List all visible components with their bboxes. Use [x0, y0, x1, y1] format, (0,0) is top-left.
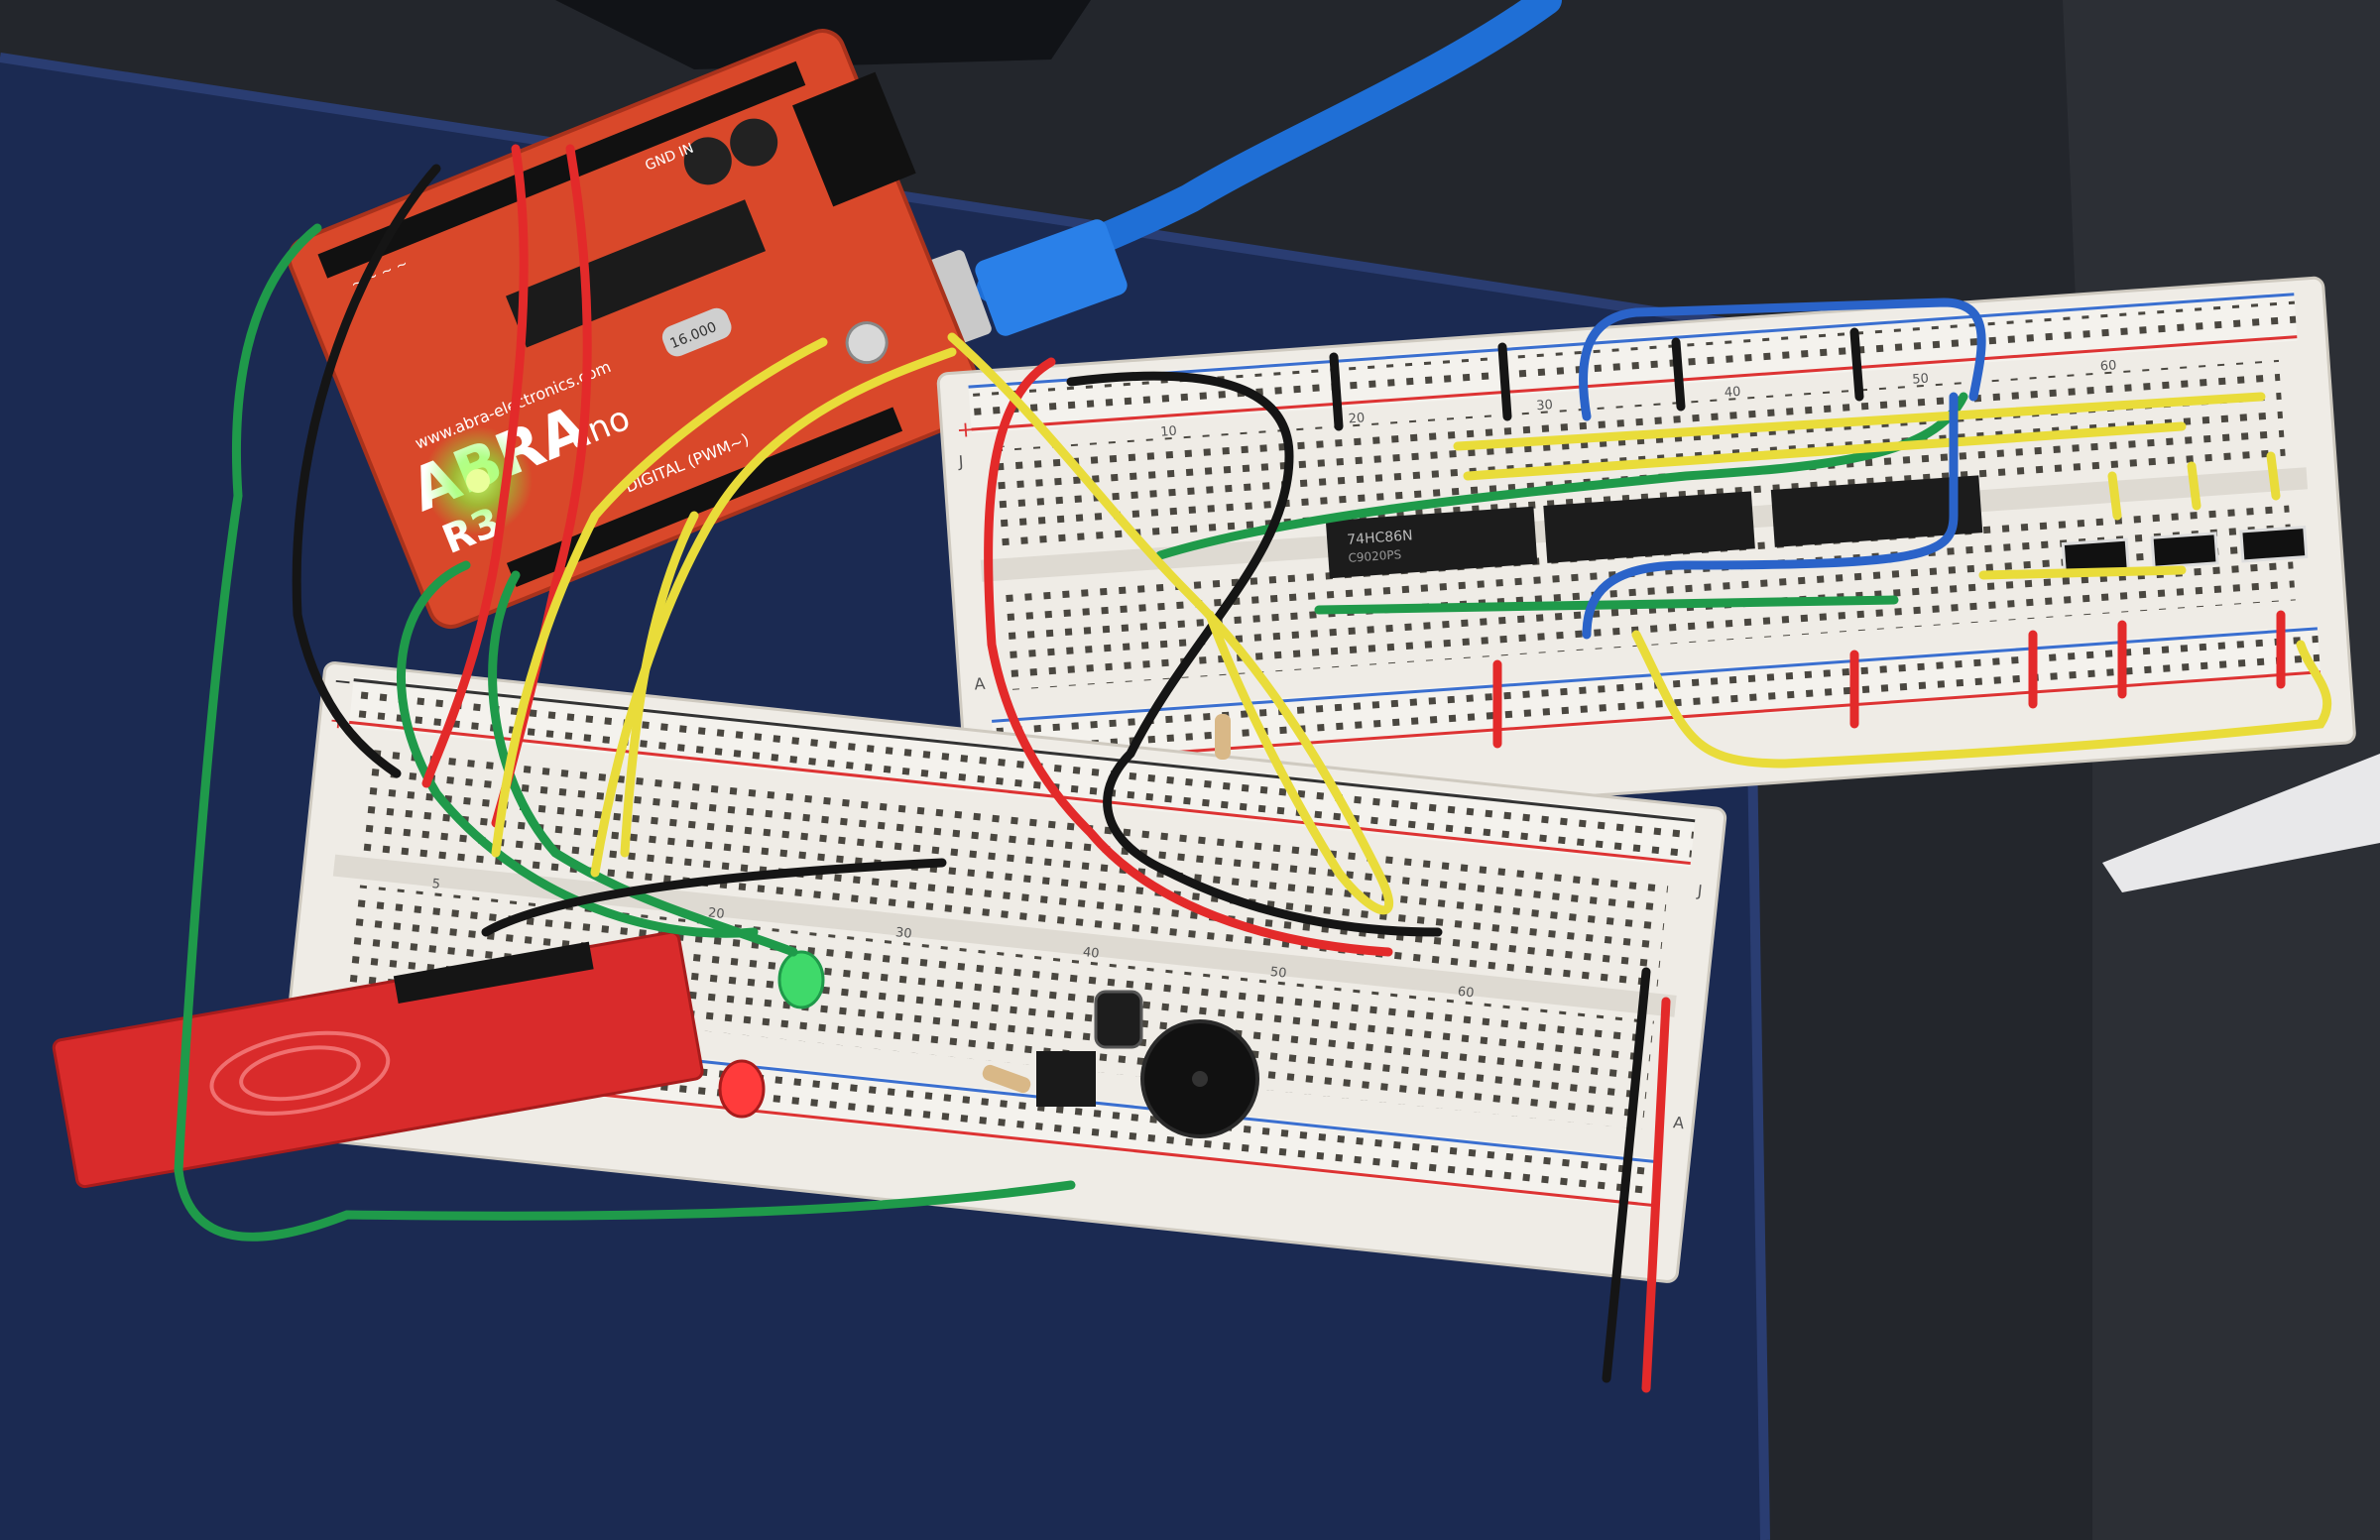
desk-edge-right: [2063, 0, 2380, 1540]
electrolytic-capacitor: [1094, 990, 1143, 1049]
bottom-rail-minus-sign: −: [332, 669, 353, 696]
slide-switch-3: [2239, 525, 2309, 563]
reset-button: [845, 321, 889, 365]
top-col-30: 30: [1536, 398, 1554, 414]
top-terminal-upper: [993, 359, 2287, 554]
bottom-col-40: 40: [1082, 945, 1100, 962]
top-row-letter-A: A: [974, 674, 986, 694]
bottom-row-letter-A: A: [1672, 1113, 1685, 1132]
white-bracket: [2102, 754, 2380, 892]
green-led: [777, 950, 825, 1009]
atmega-chip: [506, 199, 767, 348]
top-row-letter-J: J: [957, 452, 964, 471]
breadboard-top: J A 1 10 20 30 40 50 60 + − 74HC86N C902…: [936, 276, 2356, 840]
chip-label-1: 74HC86N: [1347, 528, 1413, 548]
bottom-row-letter-J: J: [1696, 881, 1704, 899]
capacitor-1: [683, 137, 732, 185]
rfid-module: [52, 930, 704, 1189]
red-led: [718, 1059, 766, 1119]
top-col-40: 40: [1724, 385, 1741, 401]
chip-2: [1543, 491, 1755, 563]
timer-ic: [1036, 1051, 1096, 1107]
bottom-col-50: 50: [1269, 965, 1287, 982]
resistor-top: [1215, 714, 1231, 760]
bottom-col-20: 20: [707, 905, 725, 922]
resistor-bottom: [982, 1064, 1031, 1094]
top-rail-plus-sign: +: [956, 417, 976, 443]
slide-switch-2: [2150, 532, 2219, 569]
top-terminal-lower: [1002, 496, 2296, 691]
arduino-header-bottom: [506, 407, 903, 587]
wires: [174, 144, 2332, 1393]
bottom-col-30: 30: [894, 925, 912, 942]
top-col-10: 10: [1160, 424, 1178, 440]
power-jack: [792, 71, 916, 207]
rfid-header: [393, 941, 594, 1004]
chip-3: [1770, 475, 1983, 547]
capacitor-2: [730, 118, 778, 167]
bottom-col-5: 5: [431, 877, 441, 892]
top-col-20: 20: [1348, 411, 1366, 426]
arduino-header-top: [317, 60, 806, 279]
breadboard-bottom: 5 20 30 40 50 60 J A + −: [275, 661, 1727, 1283]
bottom-col-60: 60: [1457, 985, 1475, 1002]
bottom-center-channel: [332, 854, 1677, 1017]
top-col-50: 50: [1912, 372, 1930, 388]
chip-label-2: C9020PS: [1348, 547, 1402, 565]
arduino-power-led: [466, 469, 490, 493]
chip-74hc86n: [1325, 506, 1538, 579]
usb-plug: [975, 219, 1128, 336]
crystal: [661, 307, 732, 357]
top-col-60: 60: [2099, 358, 2117, 374]
